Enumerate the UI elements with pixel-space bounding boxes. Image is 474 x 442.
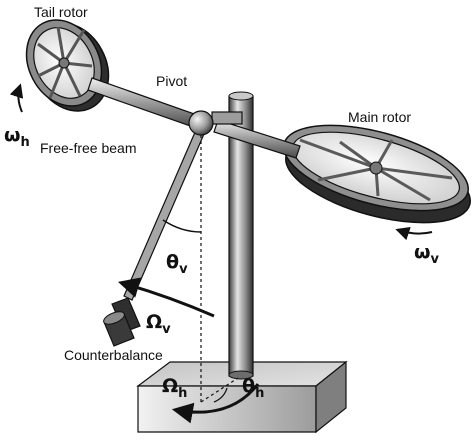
omega-v-rotation-arrow <box>117 277 215 318</box>
counterbalance-label: Counterbalance <box>64 347 163 363</box>
theta-v-arc <box>162 219 202 233</box>
pivot-label: Pivot <box>156 73 187 89</box>
free-free-beam-label: Free-free beam <box>40 140 136 156</box>
theta-h-symbol: θh <box>242 375 264 401</box>
capital-omega-v-symbol: Ωv <box>146 311 171 337</box>
omega-h-spin-arrow <box>9 83 24 113</box>
reference-lines <box>200 135 239 403</box>
tail-rotor-label: Tail rotor <box>34 4 88 20</box>
main-rotor <box>283 124 471 224</box>
omega-v-spin-arrow <box>395 226 433 241</box>
main-rotor-label: Main rotor <box>348 109 411 125</box>
theta-h-arc <box>213 387 228 403</box>
tail-rotor <box>25 19 110 112</box>
capital-omega-h-symbol: Ωh <box>162 375 187 401</box>
pivot-joint <box>188 110 243 136</box>
omega-v-main-symbol: ωv <box>414 241 440 267</box>
counterbalance-weight <box>103 297 141 347</box>
omega-h-rotation-arrow <box>171 383 260 424</box>
omega-h-tail-symbol: ωh <box>4 124 30 150</box>
theta-v-symbol: θv <box>166 251 188 277</box>
